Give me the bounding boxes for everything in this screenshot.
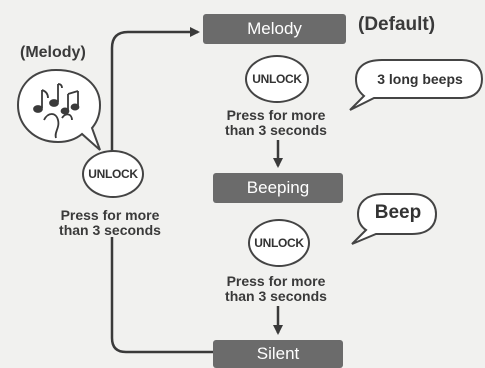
beep-text: Beep (374, 202, 422, 223)
default-label: (Default) (358, 14, 436, 35)
melody-bubble (16, 68, 102, 151)
unlock-button-middle: UNLOCK (248, 219, 310, 267)
press-instruction-top: Press for more than 3 seconds (225, 107, 327, 138)
unlock-button-left: UNLOCK (82, 150, 144, 198)
press-instruction-left: Press for more than 3 seconds (59, 207, 161, 238)
loop-return-arrow (110, 32, 215, 354)
mode-silent: Silent (213, 340, 343, 368)
mode-beeping: Beeping (213, 173, 343, 203)
melody-caption: (Melody) (20, 44, 86, 61)
long-beeps-bubble (349, 59, 484, 111)
unlock-button-top: UNLOCK (245, 55, 309, 103)
beep-bubble (351, 193, 438, 245)
press-instruction-middle: Press for more than 3 seconds (225, 273, 327, 304)
music-notes-icon (33, 83, 80, 139)
long-beeps-text: 3 long beeps (377, 71, 463, 87)
mode-melody: Melody (203, 14, 346, 44)
